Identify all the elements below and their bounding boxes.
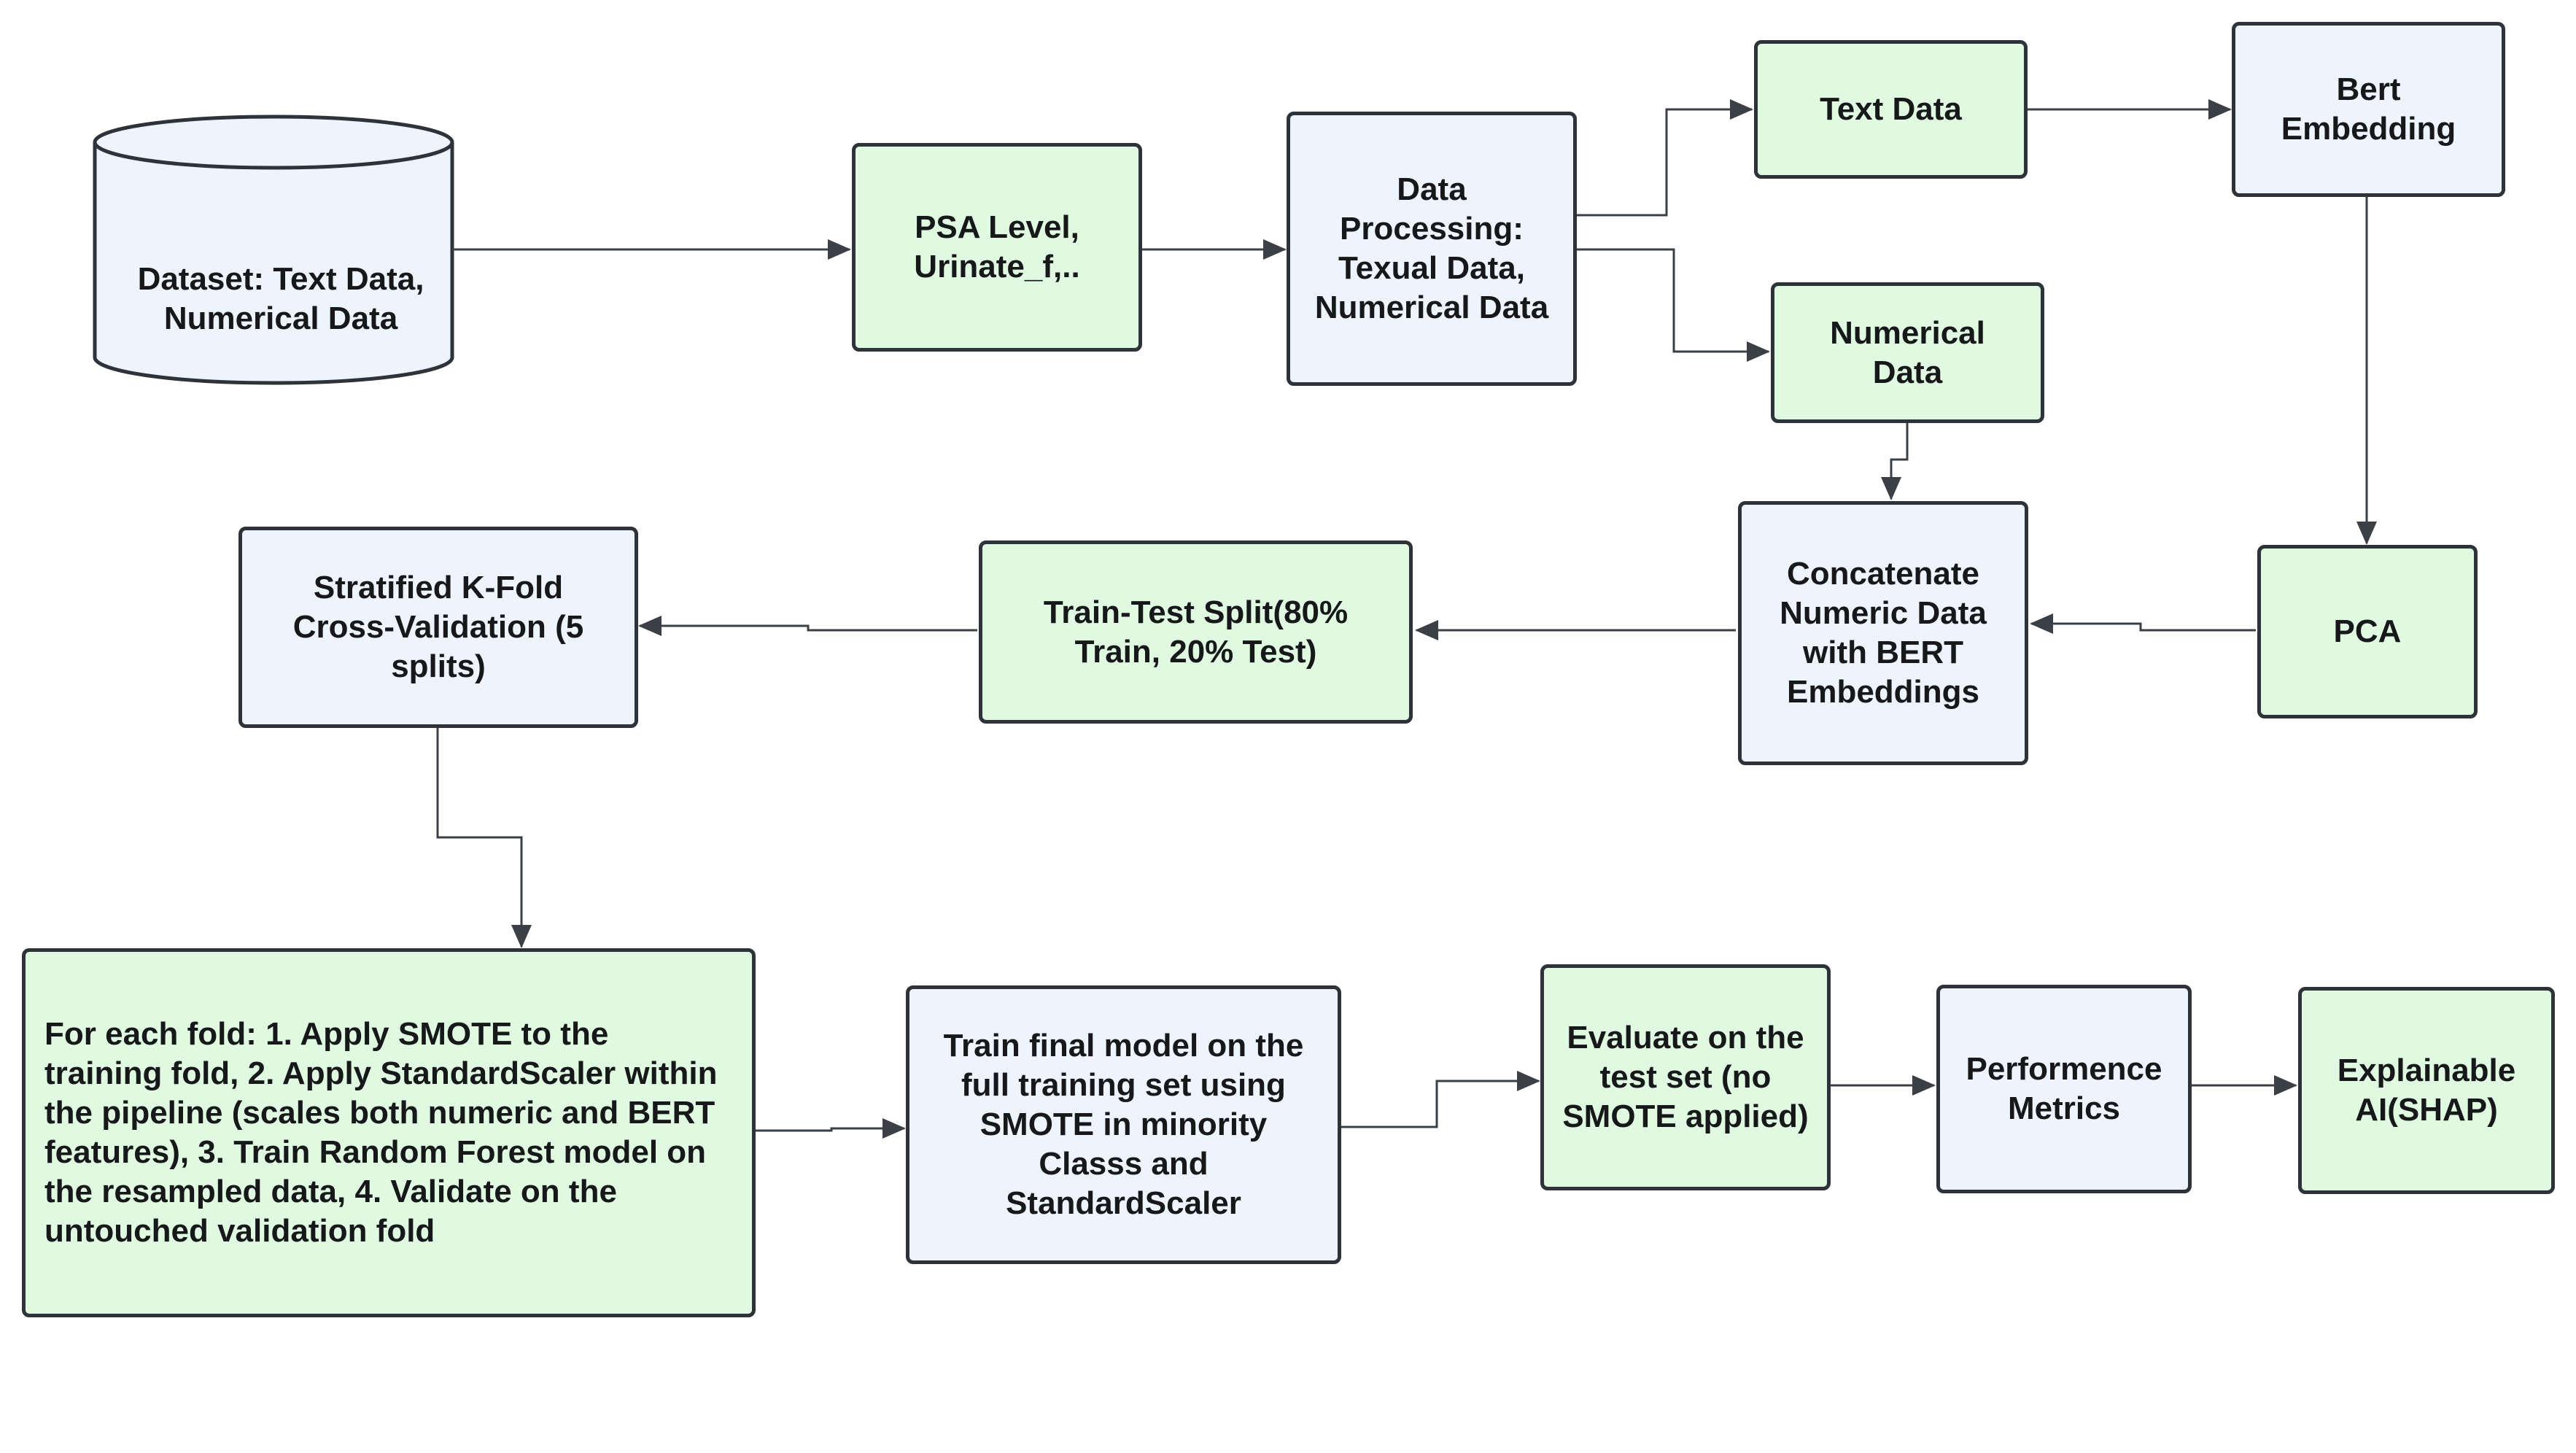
train-test-split-label: Train-Test Split(80% Train, 20% Test)	[1043, 594, 1349, 670]
bert-embedding-node: Bert Embedding	[2232, 22, 2505, 197]
psa-level-label: PSA Level, Urinate_f,..	[914, 209, 1080, 284]
dataset-label: Dataset: Text Data, Numerical Data	[137, 261, 424, 336]
edge-numerical-to-concat	[1881, 423, 1909, 500]
edge-folds-to-final	[753, 1118, 906, 1139]
pca-label: PCA	[2333, 613, 2402, 649]
train-final-model-node: Train final model on the full training s…	[906, 985, 1341, 1264]
performance-metrics-label: Performence Metrics	[1966, 1051, 2162, 1126]
fold-steps-node: For each fold: 1. Apply SMOTE to the tra…	[22, 948, 756, 1317]
edge-split-to-kfold	[638, 616, 977, 636]
pca-node: PCA	[2257, 545, 2478, 718]
data-processing-label: Data Processing: Texual Data, Numerical …	[1314, 171, 1549, 325]
numerical-data-label: Numerical Data	[1830, 314, 1985, 390]
train-final-model-label: Train final model on the full training s…	[943, 1028, 1304, 1221]
text-data-label: Text Data	[1820, 91, 1962, 127]
explainable-ai-label: Explainable AI(SHAP)	[2337, 1053, 2516, 1128]
psa-level-node: PSA Level, Urinate_f,..	[852, 143, 1142, 352]
edge-processing-to-numerical	[1574, 248, 1770, 362]
concatenate-label: Concatenate Numeric Data with BERT Embed…	[1780, 556, 1987, 710]
dataset-cylinder	[93, 115, 454, 385]
explainable-ai-node: Explainable AI(SHAP)	[2298, 987, 2555, 1194]
stratified-kfold-node: Stratified K-Fold Cross-Validation (5 sp…	[238, 527, 638, 728]
edge-processing-to-text	[1574, 99, 1753, 217]
bert-embedding-label: Bert Embedding	[2281, 71, 2456, 147]
edge-kfold-to-folds	[436, 728, 532, 948]
text-data-node: Text Data	[1754, 40, 2028, 179]
numerical-data-node: Numerical Data	[1771, 282, 2044, 423]
concatenate-node: Concatenate Numeric Data with BERT Embed…	[1738, 501, 2028, 765]
edge-final-to-evaluate	[1338, 1071, 1540, 1128]
data-processing-node: Data Processing: Texual Data, Numerical …	[1287, 112, 1577, 386]
evaluate-test-set-label: Evaluate on the test set (no SMOTE appli…	[1562, 1020, 1809, 1134]
performance-metrics-node: Performence Metrics	[1936, 985, 2192, 1193]
edge-pca-to-concat	[2030, 613, 2256, 634]
fold-steps-label: For each fold: 1. Apply SMOTE to the tra…	[44, 1016, 718, 1249]
train-test-split-node: Train-Test Split(80% Train, 20% Test)	[979, 540, 1413, 724]
evaluate-test-set-node: Evaluate on the test set (no SMOTE appli…	[1540, 964, 1831, 1190]
stratified-kfold-label: Stratified K-Fold Cross-Validation (5 sp…	[292, 570, 584, 684]
